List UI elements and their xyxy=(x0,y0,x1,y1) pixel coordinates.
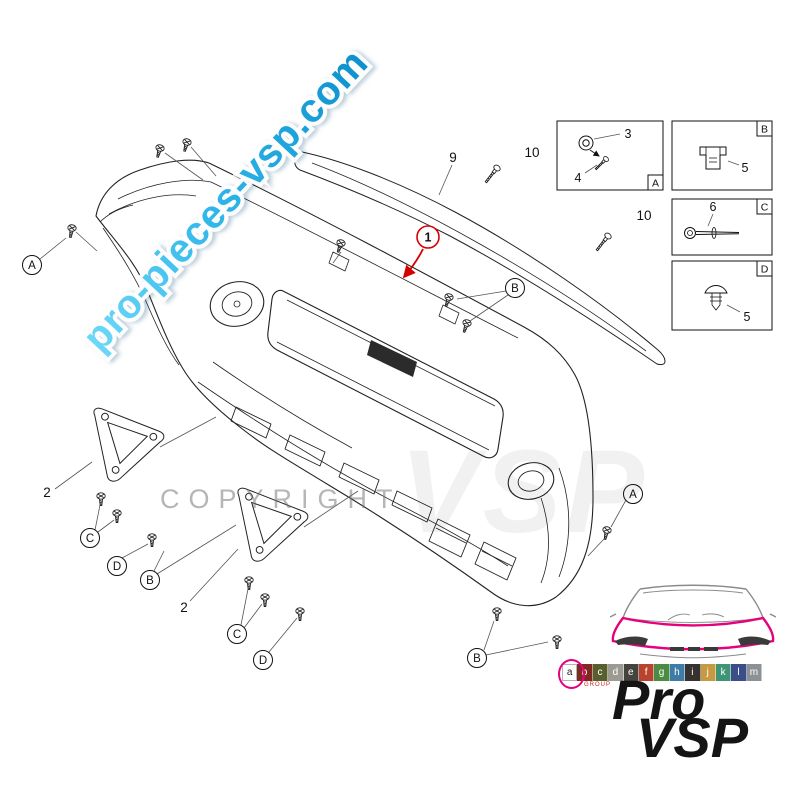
ghost-watermark: VSP xyxy=(400,426,649,558)
svg-text:B: B xyxy=(146,575,154,587)
bracket-part xyxy=(93,401,169,483)
legend-cell-l: l xyxy=(731,664,747,681)
leader-lines xyxy=(39,146,627,656)
legend-cell-c: c xyxy=(592,664,609,681)
screw-icon xyxy=(492,607,502,621)
legend-cell-g: g xyxy=(654,664,670,681)
svg-text:C: C xyxy=(86,533,94,545)
anchor-A: A xyxy=(22,255,42,275)
anchor-C: C xyxy=(227,624,247,644)
detail-box-B: B 5 xyxy=(671,120,773,191)
box-C-letter: C xyxy=(761,202,769,214)
callout-4-label: 4 xyxy=(575,171,582,185)
screw-icon xyxy=(333,238,347,254)
callout-1-label: 1 xyxy=(425,231,432,245)
box-D-tag xyxy=(756,260,773,277)
box-B-tag xyxy=(756,120,773,137)
anchor-B: B xyxy=(505,278,525,298)
anchor-D: D xyxy=(107,556,127,576)
svg-text:D: D xyxy=(113,561,121,573)
number-callouts: 9 10 10 2 2 xyxy=(43,145,651,615)
callout-6-label: 6 xyxy=(710,200,717,214)
anchor-B: B xyxy=(467,648,487,668)
logo-car-sketch xyxy=(610,584,776,659)
callout-5b-label: 5 xyxy=(744,310,751,324)
logo-text-pro: Pro xyxy=(612,668,706,731)
svg-text:D: D xyxy=(259,655,267,667)
callout-10-label: 10 xyxy=(636,208,651,223)
svg-text:A: A xyxy=(629,489,637,501)
screw-icon xyxy=(65,223,78,239)
callout-3-label: 3 xyxy=(625,127,632,141)
screw-icon xyxy=(244,576,254,590)
red-arrow xyxy=(402,248,424,279)
legend-cell-m: m xyxy=(746,664,763,681)
screw-icon xyxy=(295,607,305,621)
screw-icon xyxy=(112,509,122,523)
detail-box-C: C 6 xyxy=(671,198,773,256)
legend-cell-d: d xyxy=(608,664,624,681)
front-panel-part xyxy=(95,159,594,607)
legend-cell-e: e xyxy=(623,664,639,681)
screw-icon xyxy=(260,593,270,607)
selected-category-ring xyxy=(558,659,585,689)
callout-1-highlight: 1 xyxy=(402,225,440,279)
box-B-letter: B xyxy=(761,124,768,136)
callout-5-label: 5 xyxy=(742,161,749,175)
box-A-letter: A xyxy=(652,178,659,190)
screw-icon xyxy=(96,492,106,506)
legend-cell-k: k xyxy=(715,664,732,681)
nut-part-drawing xyxy=(578,135,594,151)
callout-10-label: 10 xyxy=(524,145,539,160)
callout-2-label: 2 xyxy=(180,600,188,615)
anchor-C: C xyxy=(80,528,100,548)
callout-2-label: 2 xyxy=(43,485,51,500)
trim-strip-part xyxy=(294,151,666,366)
svg-text:C: C xyxy=(233,629,241,641)
detail-box-A: A 3 4 xyxy=(556,120,664,191)
logo-text-vsp: VSP xyxy=(636,706,749,769)
legend-cell-j: j xyxy=(700,664,716,681)
bolt-icon xyxy=(593,231,613,253)
mounting-brackets xyxy=(93,401,313,563)
detail-box-D: D 5 xyxy=(671,260,773,331)
pushclip-part-drawing xyxy=(704,285,728,294)
anchor-D: D xyxy=(253,650,273,670)
screw-icon xyxy=(179,137,193,153)
box-D-letter: D xyxy=(761,264,769,276)
rivet-part-drawing xyxy=(684,227,696,239)
anchor-letters: A B A B C D C D B xyxy=(22,255,643,670)
box-A-tag xyxy=(647,174,664,191)
legend-cell-f: f xyxy=(638,664,655,681)
pink-hood-outline xyxy=(611,616,775,651)
svg-text:B: B xyxy=(473,653,481,665)
legend-cell-i: i xyxy=(685,664,701,681)
panel-handle-recess xyxy=(367,340,417,377)
svg-text:B: B xyxy=(511,283,519,295)
legend-caption: GROUP xyxy=(584,682,612,688)
copyright-watermark: COPYRIGHT xyxy=(160,484,402,514)
svg-text:A: A xyxy=(28,260,36,272)
screw-icon xyxy=(147,533,157,547)
clip-part-drawing xyxy=(699,146,727,170)
stud-part-drawing xyxy=(593,155,610,172)
legend-cell-h: h xyxy=(669,664,686,681)
anchor-B: B xyxy=(140,570,160,590)
screw-icon xyxy=(552,635,562,649)
bolt-icon xyxy=(482,163,502,185)
category-legend-strip: a b c d e f g h i j k l m xyxy=(562,664,763,681)
callout-9-label: 9 xyxy=(449,150,457,165)
headlights-grille xyxy=(615,636,771,651)
screw-icon xyxy=(152,143,166,159)
box-C-tag xyxy=(756,198,773,215)
anchor-A: A xyxy=(623,484,643,504)
